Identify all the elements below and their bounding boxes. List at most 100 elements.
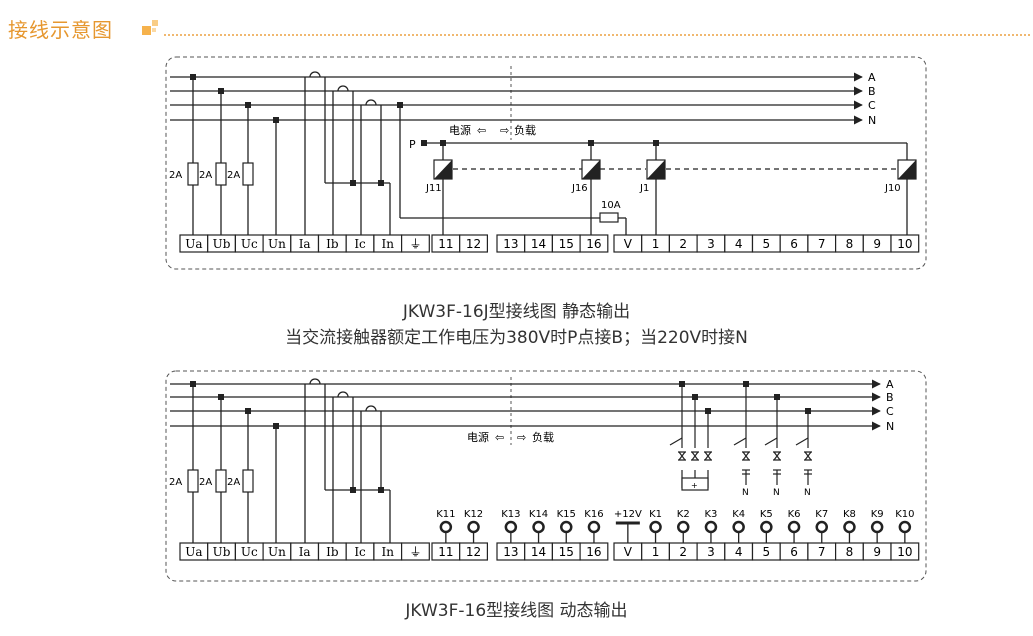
load-label: 负载 <box>532 430 554 444</box>
contactor-3phase <box>669 384 712 491</box>
phase-label-n: N <box>886 420 894 433</box>
terminal-label: 7 <box>818 237 826 251</box>
connector-circle <box>787 520 801 534</box>
terminal-box <box>459 542 489 561</box>
output-label: K1 <box>649 509 662 520</box>
connector-label: K12 <box>464 509 483 520</box>
terminal-label: ⏚ <box>409 545 421 559</box>
terminal-label: Ua <box>185 237 202 251</box>
fuse-10a-label: 10A <box>601 200 621 211</box>
terminal-label: 5 <box>763 237 771 251</box>
terminal-label: 16 <box>586 237 601 251</box>
terminal-label: 7 <box>818 545 826 559</box>
caption-diagram-1-title: JKW3F-16J型接线图 静态输出 <box>402 302 631 322</box>
output-label: K8 <box>843 509 856 520</box>
section-header: 接线示意图 <box>8 14 1030 44</box>
terminal-label: 8 <box>846 545 854 559</box>
terminal-label: 13 <box>503 237 518 251</box>
voltage-label: +12V <box>614 509 642 520</box>
terminal-label: 10 <box>897 237 912 251</box>
terminal-label: 15 <box>559 545 574 559</box>
terminal-label: Ic <box>354 237 366 251</box>
load-label: 负载 <box>514 123 536 137</box>
output-label: K4 <box>732 509 745 520</box>
connector-circle <box>532 520 545 534</box>
right-arrow-icon: ⇨ <box>500 124 509 137</box>
diagram-2-frame <box>165 370 927 582</box>
fuse-10a <box>599 212 619 223</box>
terminal-label: Ia <box>299 545 311 559</box>
right-arrow-icon: ⇨ <box>517 431 526 444</box>
relay-j16 <box>581 159 601 180</box>
terminal-label: 16 <box>586 545 601 559</box>
n-label: N <box>804 488 811 498</box>
terminal-label: 8 <box>846 237 854 251</box>
left-arrow-icon: ⇦ <box>477 124 486 137</box>
phase-label-c: C <box>868 99 876 112</box>
output-label: K10 <box>895 509 914 520</box>
output-label: K6 <box>788 509 801 520</box>
terminal-box <box>401 542 430 561</box>
header-dotted-line <box>164 34 1030 36</box>
relay-label: J10 <box>884 183 901 194</box>
terminal-label: 14 <box>531 237 546 251</box>
connector-circle <box>843 520 856 534</box>
fuse-ua <box>187 162 199 186</box>
power-label: 电源 <box>467 430 489 444</box>
terminal-label: 6 <box>790 545 798 559</box>
squares-icon <box>142 20 158 35</box>
terminal-label: Ib <box>326 545 339 559</box>
output-label: K7 <box>815 509 828 520</box>
terminal-label: 1 <box>652 237 660 251</box>
terminal-label: 12 <box>466 545 481 559</box>
left-arrow-icon: ⇦ <box>495 431 504 444</box>
terminal-label: 12 <box>466 237 481 251</box>
output-label: K2 <box>677 509 690 520</box>
output-label: K9 <box>871 509 884 520</box>
fuse-ua <box>187 469 199 493</box>
terminal-label: 3 <box>707 237 715 251</box>
relay-label: J11 <box>425 183 442 194</box>
fuse-uc <box>242 469 254 493</box>
connector-circle <box>760 520 773 534</box>
terminal-label: In <box>382 237 395 251</box>
svg-text:+: + <box>691 481 698 490</box>
connector-circle <box>504 520 518 534</box>
terminal-label: 9 <box>873 237 881 251</box>
fuse-label: 2A <box>227 170 240 181</box>
terminal-box <box>579 542 609 561</box>
terminal-label: 5 <box>763 545 771 559</box>
caption-diagram-1-note: 当交流接触器额定工作电压为380V时P点接B；当220V时接N <box>285 328 748 348</box>
relay-label: J16 <box>571 183 588 194</box>
terminal-label: V <box>624 237 633 251</box>
terminal-box <box>579 234 609 253</box>
fuse-ub <box>215 162 227 186</box>
n-label: N <box>742 488 749 498</box>
connector-circle <box>704 520 718 534</box>
terminal-label: 10 <box>897 545 912 559</box>
connector-label: K16 <box>584 509 603 520</box>
output-label: K5 <box>760 509 773 520</box>
phase-label-a: A <box>868 71 876 84</box>
phase-label-b: B <box>886 391 894 404</box>
diagram-2: A B C N 2A 2A 2A <box>165 370 927 582</box>
connector-circle <box>732 520 745 534</box>
p-label: P <box>409 138 416 151</box>
connector-label: K14 <box>529 509 548 520</box>
connector-circle <box>560 520 573 534</box>
phase-label-a: A <box>886 378 894 391</box>
terminal-label: Ub <box>213 237 231 251</box>
terminal-label: Ua <box>185 545 202 559</box>
terminal-label: 1 <box>652 545 660 559</box>
n-label: N <box>773 488 780 498</box>
fuse-label: 2A <box>227 477 240 488</box>
terminal-label: 15 <box>559 237 574 251</box>
terminal-label: Uc <box>241 545 258 559</box>
fuse-label: 2A <box>169 170 182 181</box>
terminal-label: 14 <box>531 545 546 559</box>
relay-j11 <box>433 159 453 180</box>
terminal-label: Ic <box>354 545 366 559</box>
connector-circle <box>815 520 828 534</box>
